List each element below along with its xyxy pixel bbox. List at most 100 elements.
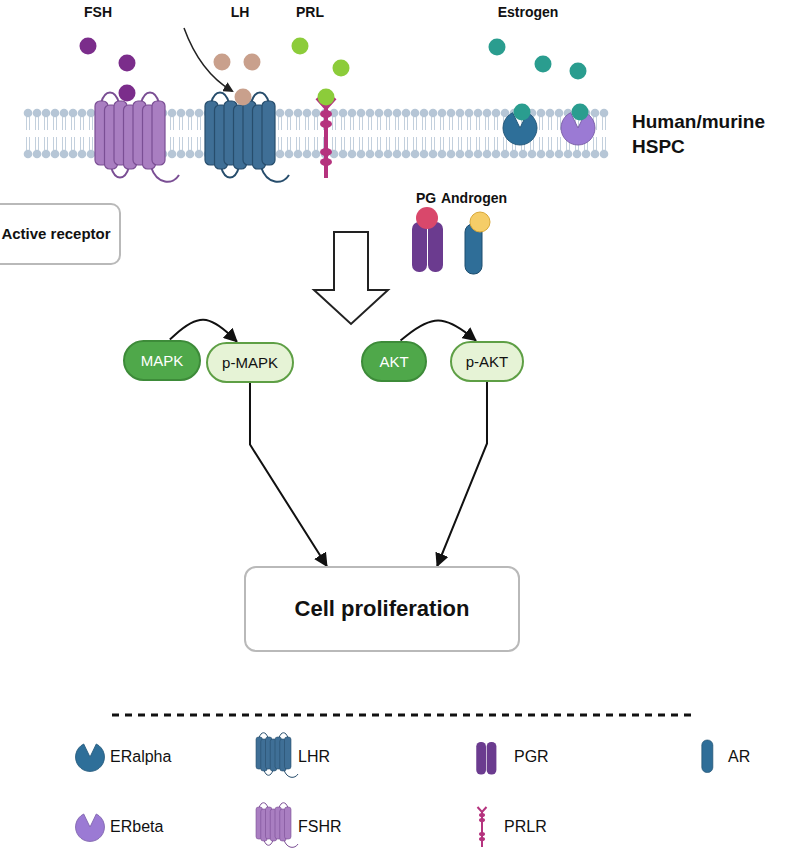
lipid-tail	[182, 117, 183, 130]
lipid-tail	[362, 117, 363, 130]
lipid-head	[87, 109, 96, 118]
hormone-ligand	[318, 89, 335, 106]
lipid-tail	[488, 117, 489, 130]
lipid-tail	[359, 137, 360, 150]
lipid-tail	[602, 137, 603, 150]
transmembrane-helix	[285, 737, 292, 769]
lipid-tail	[368, 117, 369, 130]
lipid-tail	[29, 117, 30, 130]
lipid-head	[519, 150, 528, 159]
legend-text: PGR	[514, 748, 549, 766]
receptor-stalk	[481, 812, 483, 847]
legend-text: PRLR	[504, 818, 547, 836]
lipid-head	[312, 109, 321, 118]
lipid-tail	[47, 137, 48, 150]
lipid-tail	[323, 137, 324, 150]
lipid-tail	[551, 137, 552, 150]
receptor-domain	[320, 120, 332, 128]
lipid-tail	[299, 117, 300, 130]
lipid-tail	[290, 137, 291, 150]
lipid-tail	[341, 117, 342, 130]
lipid-tail	[368, 137, 369, 150]
lipid-tail	[494, 137, 495, 150]
lipid-tail	[548, 137, 549, 150]
hormone-ligand	[244, 54, 261, 71]
lipid-tail	[596, 137, 597, 150]
lipid-head	[366, 109, 375, 118]
lipid-tail	[449, 137, 450, 150]
lipid-tail	[62, 137, 63, 150]
lipid-head	[195, 150, 204, 159]
lipid-head	[600, 109, 609, 118]
text-label: Human/murine HSPC	[632, 110, 792, 159]
legend-icon	[478, 807, 487, 847]
lipid-tail	[38, 117, 39, 130]
lipid-tail	[398, 137, 399, 150]
lipid-tail	[416, 137, 417, 150]
text-label: Estrogen	[498, 4, 559, 20]
lipid-tail	[542, 117, 543, 130]
lipid-head	[177, 109, 186, 118]
legend-icon	[76, 744, 105, 771]
hormone-ligand	[535, 56, 552, 73]
receptor-subunit	[412, 222, 427, 272]
lipid-tail	[281, 117, 282, 130]
lipid-head	[564, 150, 573, 159]
lipid-tail	[371, 137, 372, 150]
lipid-head	[492, 150, 501, 159]
hormone-ligand	[80, 38, 97, 55]
lipid-tail	[386, 117, 387, 130]
lipid-tail	[542, 137, 543, 150]
lipid-tail	[497, 117, 498, 130]
lipid-head	[312, 150, 321, 159]
hormone-ligand	[514, 104, 531, 121]
lipid-head	[537, 109, 546, 118]
lipid-head	[510, 150, 519, 159]
receptor-domain	[320, 148, 332, 156]
lipid-head	[447, 109, 456, 118]
lipid-tail	[80, 117, 81, 130]
lipid-tail	[596, 117, 597, 130]
lipid-tail	[602, 117, 603, 130]
lipid-head	[87, 150, 96, 159]
lipid-head	[582, 150, 591, 159]
lipid-tail	[479, 117, 480, 130]
lipid-tail	[191, 137, 192, 150]
lipid-head	[276, 150, 285, 159]
lipid-tail	[557, 117, 558, 130]
lipid-tail	[425, 137, 426, 150]
lipid-tail	[485, 117, 486, 130]
lipid-head	[384, 150, 393, 159]
lipid-tail	[74, 117, 75, 130]
lipid-tail	[191, 117, 192, 130]
lipid-tail	[65, 117, 66, 130]
lipid-tail	[188, 137, 189, 150]
lipid-tail	[71, 117, 72, 130]
lipid-head	[276, 109, 285, 118]
lipid-tail	[287, 137, 288, 150]
lipid-head	[528, 150, 537, 159]
node-text: Active receptor	[1, 225, 110, 244]
lipid-head	[42, 109, 51, 118]
lipid-head	[24, 150, 33, 159]
lipid-tail	[281, 137, 282, 150]
lipid-tail	[299, 137, 300, 150]
lipid-tail	[56, 117, 57, 130]
lipid-tail	[440, 117, 441, 130]
lipid-tail	[26, 117, 27, 130]
receptor-subunit	[476, 742, 486, 775]
signal-arrow	[250, 383, 327, 567]
lipid-head	[420, 109, 429, 118]
lipid-tail	[71, 137, 72, 150]
lipid-tail	[170, 117, 171, 130]
fshr-receptor	[95, 93, 179, 182]
lipid-tail	[443, 117, 444, 130]
lipid-tail	[488, 137, 489, 150]
text-label: PRL	[296, 4, 324, 20]
lipid-tail	[389, 117, 390, 130]
transmembrane-helix	[262, 101, 275, 165]
lipid-head	[51, 150, 60, 159]
lipid-head	[456, 109, 465, 118]
lipid-tail	[431, 117, 432, 130]
androgen-ligand	[470, 212, 490, 232]
